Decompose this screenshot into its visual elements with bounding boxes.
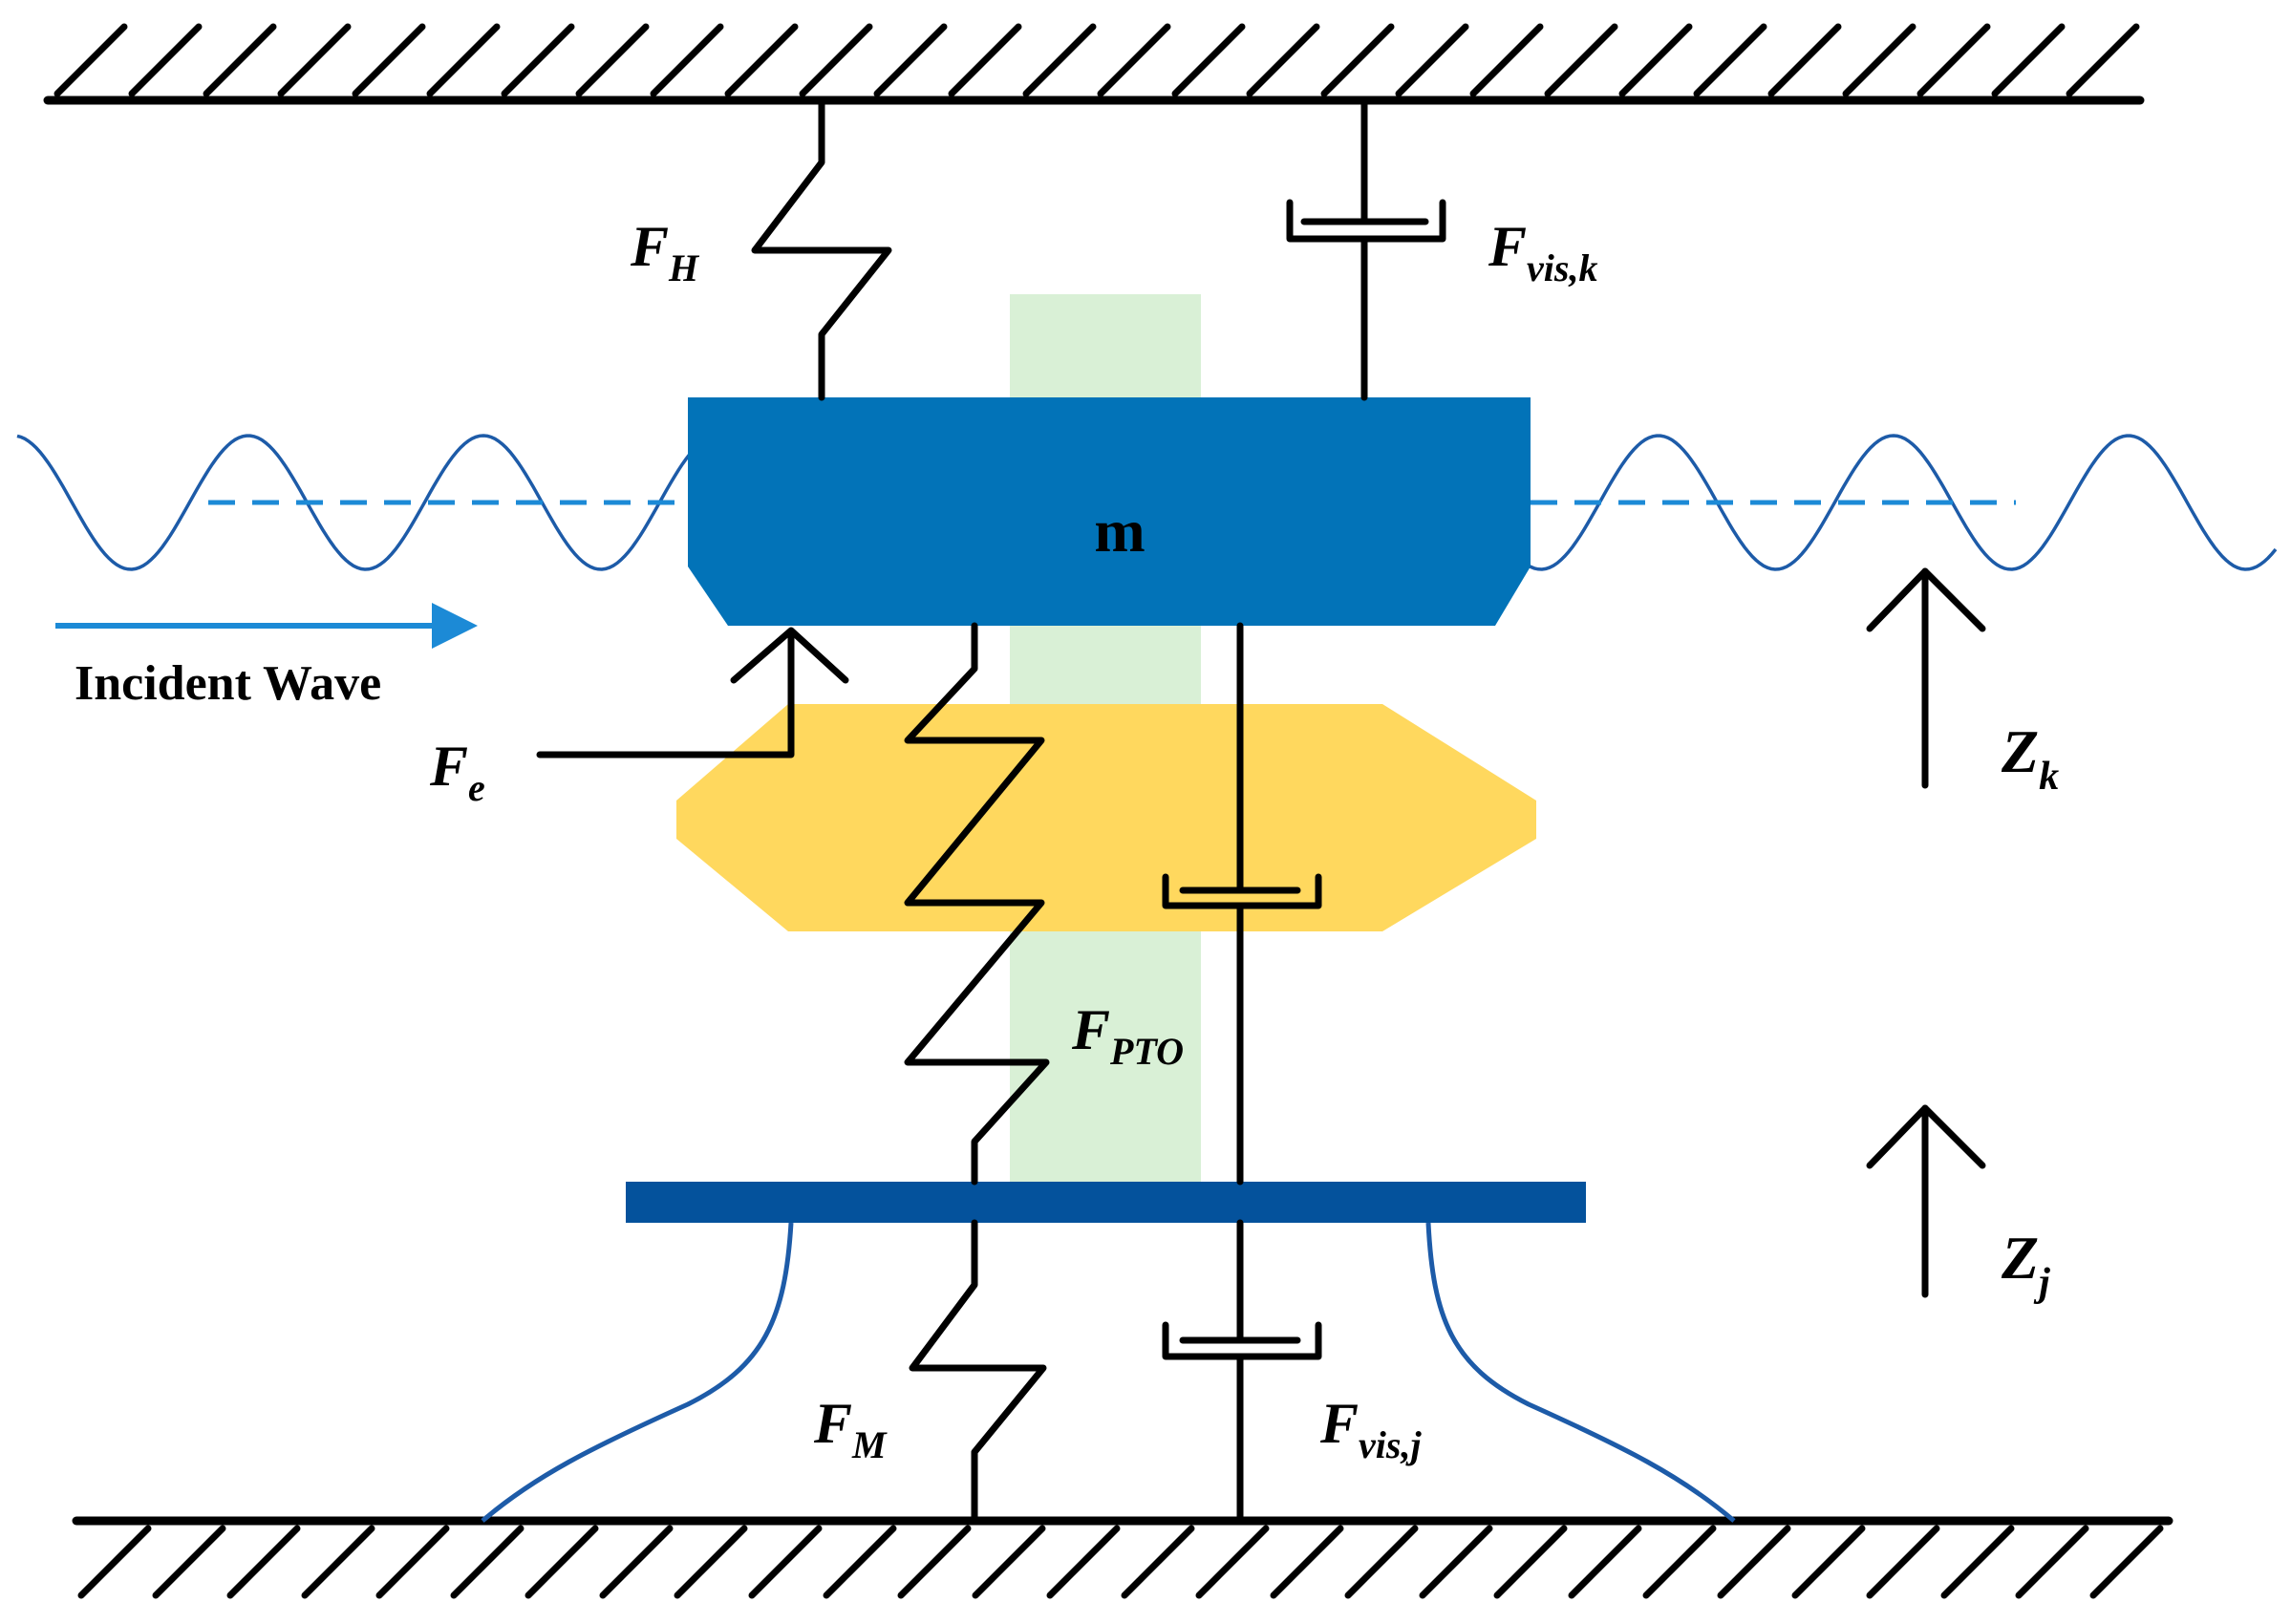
top-ground-hatch-line xyxy=(1767,23,1842,97)
hydrostatic-spring xyxy=(751,96,892,401)
displacement-k-label: Zk xyxy=(2001,717,2059,799)
top-ground-hatch-line xyxy=(1246,23,1320,97)
top-ground-hatch-line xyxy=(352,23,426,97)
excitation-force-label: Fe xyxy=(429,735,485,809)
seabed-ground-hatch-line xyxy=(375,1525,450,1599)
top-ground-hatch-line xyxy=(724,23,799,97)
seabed-ground-hatch-line xyxy=(599,1525,674,1599)
seabed-ground-hatch-line xyxy=(1493,1525,1568,1599)
seabed-ground-hatch-line xyxy=(1940,1525,2015,1599)
seabed-ground-hatch-line xyxy=(1046,1525,1121,1599)
seabed-ground-hatch-line xyxy=(450,1525,525,1599)
seabed-ground-hatch-line xyxy=(748,1525,823,1599)
top-ground xyxy=(43,23,2145,105)
seabed-ground-hatch-line xyxy=(1642,1525,1717,1599)
top-ground-hatch-line xyxy=(575,23,650,97)
top-ground-hatch-line xyxy=(1171,23,1246,97)
top-ground-hatch-line xyxy=(1097,23,1171,97)
top-ground-hatch-line xyxy=(1842,23,1916,97)
seabed-ground-hatch-line xyxy=(897,1525,972,1599)
seabed-ground-hatch-line xyxy=(1419,1525,1493,1599)
seabed-ground-hatch-line xyxy=(1344,1525,1419,1599)
top-ground-hatch-line xyxy=(426,23,501,97)
float-mass xyxy=(688,397,1531,626)
viscous-force-j-label: Fvis,j xyxy=(1319,1392,1422,1466)
top-ground-hatch-line xyxy=(1693,23,1767,97)
top-ground-hatch-line xyxy=(1991,23,2066,97)
top-ground-hatch-line xyxy=(1916,23,1991,97)
viscous-damper-top xyxy=(1286,96,1446,401)
top-ground-hatch-line xyxy=(948,23,1022,97)
seabed-ground xyxy=(72,1516,2173,1599)
seabed-ground-hatch-line xyxy=(1866,1525,1940,1599)
seabed-ground-hatch-line xyxy=(1717,1525,1791,1599)
top-ground-hatch-line xyxy=(54,23,128,97)
top-ground-hatch-line xyxy=(1618,23,1693,97)
mooring-force-label: FM xyxy=(813,1392,888,1466)
top-ground-hatch-line xyxy=(1022,23,1097,97)
seabed-ground-hatch-line xyxy=(823,1525,897,1599)
seabed-ground-hatch-line xyxy=(2015,1525,2089,1599)
hydrostatic-force-label: FH xyxy=(630,215,700,289)
excitation-force-arrow xyxy=(536,627,849,759)
displacement-j-label: Zj xyxy=(2001,1224,2050,1305)
seabed-ground-hatch-line xyxy=(226,1525,301,1599)
mooring-spring xyxy=(909,1219,1047,1525)
pto-damper xyxy=(1162,622,1322,1186)
seabed-ground-hatch-line xyxy=(1791,1525,1866,1599)
top-ground-hatch-line xyxy=(1544,23,1618,97)
top-ground-hatch-line xyxy=(501,23,575,97)
submerged-body xyxy=(676,704,1536,931)
mooring-curve-right xyxy=(1425,1222,1736,1523)
top-ground-hatch-line xyxy=(799,23,873,97)
top-ground-hatch-line xyxy=(1320,23,1395,97)
viscous-force-k-label: Fvis,k xyxy=(1488,215,1597,289)
top-ground-hatch-line xyxy=(1469,23,1544,97)
top-ground-hatch-line xyxy=(277,23,352,97)
seabed-ground-hatch-line xyxy=(674,1525,748,1599)
seabed-ground-hatch-line xyxy=(1121,1525,1195,1599)
seabed-ground-hatch-line xyxy=(301,1525,375,1599)
top-ground-hatch-line xyxy=(203,23,277,97)
mass-label: m xyxy=(1094,497,1145,565)
incident-wave-label: Incident Wave xyxy=(75,656,381,711)
top-ground-hatch-line xyxy=(128,23,203,97)
seabed-ground-hatch-line xyxy=(1195,1525,1270,1599)
seabed-ground-hatch-line xyxy=(525,1525,599,1599)
top-ground-hatch-line xyxy=(650,23,724,97)
top-ground-hatch-line xyxy=(1395,23,1469,97)
viscous-damper-bottom xyxy=(1162,1219,1322,1525)
seabed-ground-hatch-line xyxy=(152,1525,226,1599)
seabed-ground-hatch-line xyxy=(972,1525,1046,1599)
pto-spring xyxy=(904,622,1050,1186)
seabed-ground-hatch-line xyxy=(77,1525,152,1599)
heave-plate xyxy=(626,1182,1586,1223)
displacement-j-arrow xyxy=(1866,1104,1986,1298)
pto-force-label: FPTO xyxy=(1071,998,1184,1073)
seabed-ground-hatch-line xyxy=(2089,1525,2164,1599)
top-ground-hatch-line xyxy=(2066,23,2140,97)
seabed-ground-hatch-line xyxy=(1270,1525,1344,1599)
displacement-k-arrow xyxy=(1866,567,1986,789)
top-ground-hatch-line xyxy=(873,23,948,97)
mooring-curve-left xyxy=(481,1222,794,1523)
seabed-ground-hatch-line xyxy=(1568,1525,1642,1599)
